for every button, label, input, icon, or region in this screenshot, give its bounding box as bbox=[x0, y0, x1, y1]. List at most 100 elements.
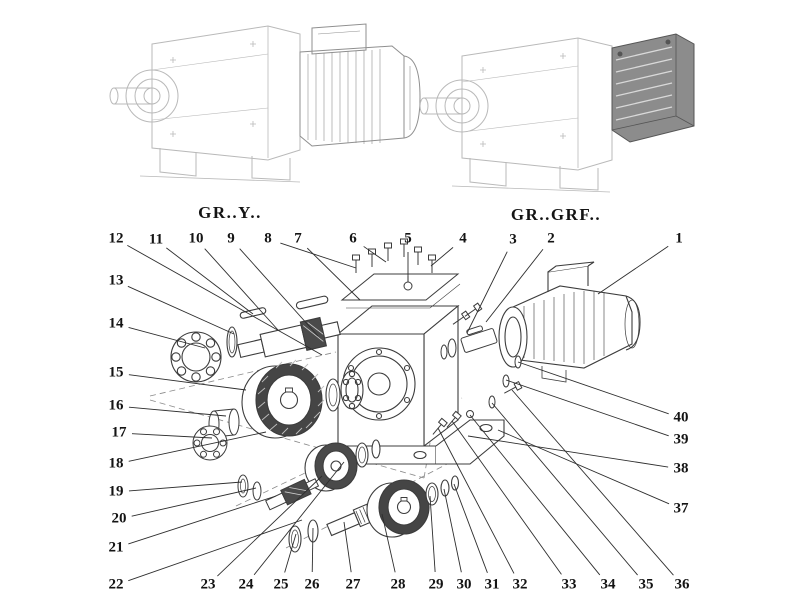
part-number-16: 16 bbox=[108, 397, 124, 414]
part-number-26: 26 bbox=[304, 576, 320, 593]
part-number-11: 11 bbox=[148, 231, 164, 248]
input-shaft-assembly bbox=[170, 295, 341, 383]
part-number-27: 27 bbox=[345, 576, 361, 593]
pinion-shaft bbox=[265, 478, 320, 511]
output-gear bbox=[366, 479, 430, 538]
leader-line-6 bbox=[363, 246, 387, 263]
part-number-14: 14 bbox=[108, 315, 124, 332]
part-number-22: 22 bbox=[108, 576, 124, 593]
part-number-38: 38 bbox=[673, 460, 689, 477]
leader-line-33 bbox=[451, 420, 562, 575]
part-number-10: 10 bbox=[188, 230, 204, 247]
leader-line-32 bbox=[437, 427, 515, 574]
mounting-bolts bbox=[429, 381, 523, 438]
part-number-29: 29 bbox=[428, 576, 444, 593]
motor-shaft-parts bbox=[440, 302, 522, 388]
leader-line-12 bbox=[127, 244, 323, 356]
part-number-32: 32 bbox=[512, 576, 528, 593]
part-number-30: 30 bbox=[456, 576, 472, 593]
leader-line-3 bbox=[466, 251, 508, 334]
leader-line-22 bbox=[128, 519, 303, 582]
leader-line-21 bbox=[128, 495, 277, 545]
bearing-cage bbox=[170, 331, 222, 383]
part-number-12: 12 bbox=[108, 230, 124, 247]
part-number-34: 34 bbox=[600, 576, 616, 593]
leader-line-37 bbox=[497, 429, 670, 505]
leader-line-39 bbox=[505, 379, 669, 437]
leader-line-7 bbox=[306, 247, 361, 301]
part-number-19: 19 bbox=[108, 483, 124, 500]
bearing-mid bbox=[340, 370, 364, 410]
leader-line-28 bbox=[381, 513, 396, 573]
motor-gr-y bbox=[299, 23, 421, 147]
leader-line-19 bbox=[128, 481, 243, 492]
leader-line-27 bbox=[343, 521, 352, 573]
part-number-36: 36 bbox=[674, 576, 690, 593]
part-number-25: 25 bbox=[273, 576, 289, 593]
part-number-4: 4 bbox=[459, 230, 467, 247]
leader-line-35 bbox=[491, 402, 638, 576]
part-number-7: 7 bbox=[294, 230, 302, 247]
shaft-key-2 bbox=[295, 295, 329, 310]
leader-line-38 bbox=[467, 435, 669, 468]
leader-line-26 bbox=[311, 527, 314, 573]
part-number-8: 8 bbox=[264, 230, 272, 247]
leader-line-20 bbox=[131, 487, 257, 517]
leader-line-1 bbox=[597, 245, 669, 295]
part-number-15: 15 bbox=[108, 364, 124, 381]
leader-line-10 bbox=[204, 248, 279, 331]
motor bbox=[498, 261, 641, 383]
part-number-9: 9 bbox=[227, 230, 235, 247]
part-number-23: 23 bbox=[200, 576, 216, 593]
part-number-13: 13 bbox=[108, 272, 124, 289]
part-number-24: 24 bbox=[238, 576, 254, 593]
leader-line-40 bbox=[517, 361, 669, 415]
ball-bearing bbox=[192, 425, 228, 461]
input-shaft bbox=[237, 316, 341, 359]
spacer-ring bbox=[325, 378, 341, 412]
leader-line-23 bbox=[217, 475, 323, 577]
shaft-key bbox=[239, 307, 267, 319]
leader-line-25 bbox=[284, 533, 297, 573]
leader-line-24 bbox=[253, 461, 345, 576]
part-number-17: 17 bbox=[111, 424, 127, 441]
pinion-set bbox=[237, 474, 320, 511]
leader-line-36 bbox=[511, 389, 674, 576]
housing-cover bbox=[340, 273, 461, 309]
part-number-35: 35 bbox=[638, 576, 654, 593]
leader-line-13 bbox=[127, 285, 235, 335]
leader-line-14 bbox=[128, 326, 206, 349]
part-number-39: 39 bbox=[673, 431, 689, 448]
leader-line-30 bbox=[443, 488, 462, 573]
part-number-33: 33 bbox=[561, 576, 577, 593]
finned-cover-gr-grf bbox=[611, 33, 695, 143]
part-number-31: 31 bbox=[484, 576, 500, 593]
leader-line-9 bbox=[239, 248, 319, 337]
part-number-6: 6 bbox=[349, 230, 357, 247]
part-number-40: 40 bbox=[673, 409, 689, 426]
leader-line-8 bbox=[280, 242, 357, 269]
part-number-5: 5 bbox=[404, 230, 412, 247]
mid-gear-cluster bbox=[304, 439, 381, 492]
leader-line-18 bbox=[128, 431, 267, 462]
leader-line-15 bbox=[128, 374, 247, 391]
sleeve-and-bearing bbox=[192, 408, 240, 461]
overview-drawing-gr-y bbox=[109, 23, 421, 183]
leader-line-29 bbox=[429, 495, 436, 573]
variant-label-gr-grf: GR..GRF.. bbox=[510, 205, 602, 224]
part-number-28: 28 bbox=[390, 576, 406, 593]
part-number-21: 21 bbox=[108, 539, 124, 556]
leader-line-2 bbox=[485, 248, 544, 323]
gear-set-mid bbox=[241, 359, 364, 439]
leader-line-11 bbox=[166, 247, 254, 315]
part-number-2: 2 bbox=[547, 230, 555, 247]
leader-line-17 bbox=[131, 433, 213, 439]
part-number-18: 18 bbox=[108, 455, 124, 472]
leader-line-31 bbox=[453, 483, 488, 573]
leader-line-16 bbox=[128, 406, 227, 417]
part-number-3: 3 bbox=[509, 231, 517, 248]
overview-drawing-gr-grf bbox=[419, 33, 695, 193]
leader-line-4 bbox=[430, 247, 454, 267]
